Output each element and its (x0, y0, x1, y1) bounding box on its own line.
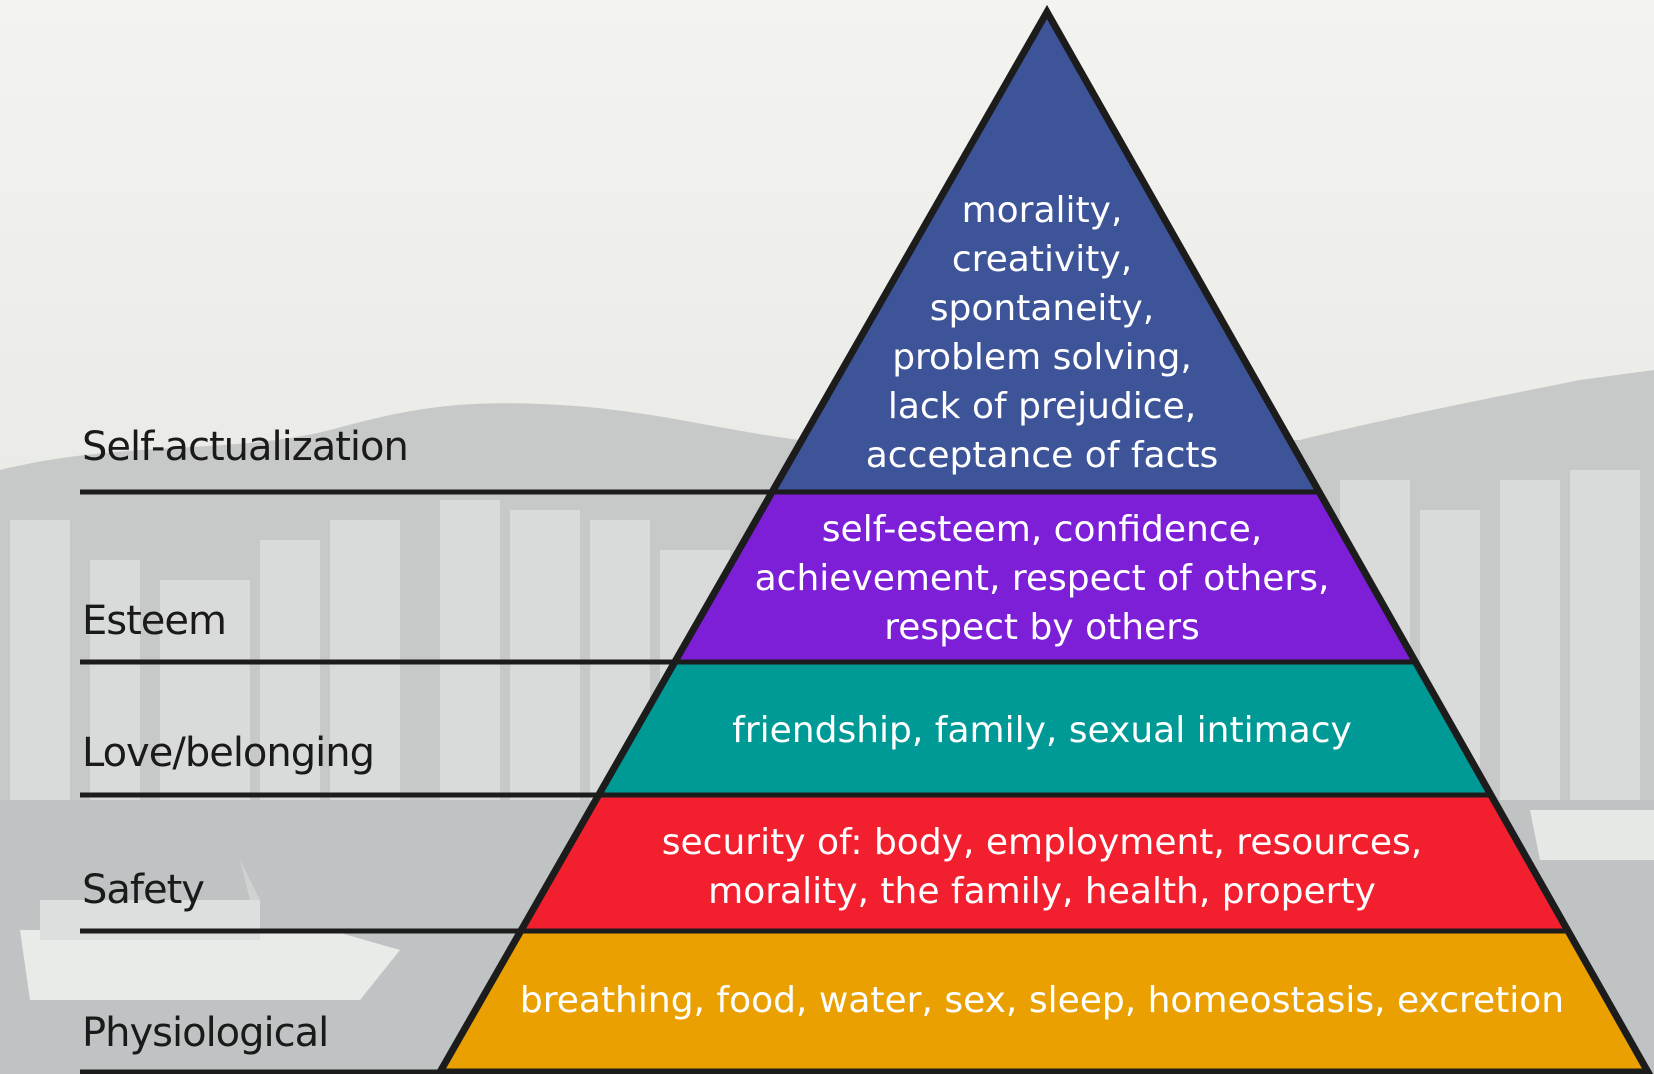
tier-self-actualization (772, 12, 1320, 492)
tier-text-line: spontaneity, (929, 288, 1155, 329)
tier-text-line: problem solving, (892, 337, 1192, 378)
tier-text-line: breathing, food, water, sex, sleep, home… (519, 980, 1565, 1021)
level-label-safety: Safety (82, 867, 205, 913)
tier-text-line: acceptance of facts (865, 435, 1219, 476)
tier-safety (520, 795, 1569, 931)
level-label-self-actualization: Self-actualization (82, 424, 409, 470)
ferry-boat-right (1530, 810, 1654, 860)
tier-text-line: creativity, (951, 239, 1133, 280)
tier-text-line: friendship, family, sexual intimacy (732, 710, 1352, 751)
level-label-esteem: Esteem (82, 598, 227, 644)
tier-text-line: self-esteem, confidence, (821, 509, 1263, 550)
tier-text-line: morality, the family, health, property (708, 871, 1376, 912)
tier-text-line: respect by others (884, 607, 1200, 648)
tier-text-safety: security of: body, employment, resources… (662, 818, 1422, 916)
tier-text-line: achievement, respect of others, (754, 558, 1330, 599)
tier-physiological (440, 931, 1648, 1072)
level-label-love-belonging: Love/belonging (82, 730, 375, 776)
tier-esteem (674, 492, 1416, 662)
city-skyline (10, 470, 1640, 810)
tier-text-line: lack of prejudice, (887, 386, 1197, 427)
tier-text-line: morality, (961, 190, 1123, 231)
tier-text-line: security of: body, employment, resources… (661, 822, 1423, 863)
tier-text-self-actualization: morality, creativity, spontaneity, problem … (866, 186, 1219, 480)
tier-text-esteem: self-esteem, confidence, achievement, res… (755, 505, 1330, 652)
level-label-physiological: Physiological (82, 1010, 329, 1056)
tier-love-belonging (598, 662, 1491, 795)
tier-text-love-belonging: friendship, family, sexual intimacy (732, 706, 1352, 755)
tier-text-physiological: breathing, food, water, sex, sleep, home… (520, 976, 1564, 1025)
